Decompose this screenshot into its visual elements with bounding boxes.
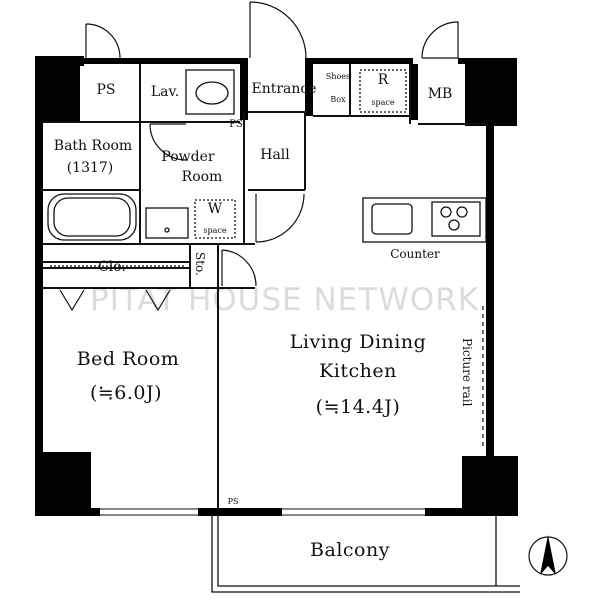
door-bed-sliding (59, 289, 171, 312)
powder-room-label-2: Room (181, 169, 223, 185)
bath-room-label: Bath Room (53, 138, 133, 154)
r-space-letter: R (377, 72, 389, 88)
wall-core-2 (305, 64, 313, 116)
wall-bottom-mid (198, 508, 282, 516)
wall-block-top-left (35, 56, 80, 122)
wall-core-1 (240, 64, 248, 120)
ldk-size: (≒14.4J) (315, 396, 401, 418)
doors (59, 1, 459, 312)
toilet-icon (195, 81, 229, 105)
sink-icon (145, 207, 189, 239)
bed-room-size: (≒6.0J) (89, 382, 163, 404)
wall-core-3 (410, 64, 418, 120)
wall-left (35, 120, 43, 454)
stove-icon (440, 206, 452, 218)
door-ps-top (85, 23, 121, 59)
lav-label: Lav. (150, 84, 180, 100)
ps-bottom-label: PS (227, 497, 239, 506)
ldk-label-2: Kitchen (319, 360, 397, 382)
wall-top-strip-1 (80, 58, 248, 64)
r-space-caption: space (371, 98, 395, 107)
watermark: PITAT HOUSE NETWORK (90, 282, 480, 318)
bed-room-label: Bed Room (76, 348, 180, 370)
wall-block-top-right (465, 58, 517, 126)
wall-top-strip-3 (458, 58, 468, 64)
wall-right (486, 124, 494, 458)
wall-block-bottom-left (35, 452, 91, 516)
door-powder (149, 123, 187, 161)
balcony-outline (211, 516, 520, 593)
ps-small-label: PS (229, 119, 243, 130)
w-space-letter: W (207, 201, 223, 217)
door-entrance (249, 1, 307, 59)
walls (35, 56, 518, 516)
north-arrow-icon (528, 535, 568, 576)
bathtub-icon (47, 193, 137, 241)
shoes-box-label-2: Box (330, 95, 346, 104)
balcony-label: Balcony (310, 539, 390, 561)
wall-bottom-right (425, 508, 465, 516)
w-space-box (194, 199, 236, 239)
partitions (43, 64, 486, 508)
windows (100, 508, 425, 516)
stove-box (431, 201, 481, 237)
counter-box (362, 197, 487, 243)
bath-size-label: (1317) (66, 160, 114, 176)
entrance-label: Entrance (251, 81, 317, 97)
shoes-box-label-1: Shoes (325, 72, 351, 81)
lavatory-box (185, 69, 235, 115)
picture-rail-label: Picture rail (460, 338, 474, 407)
door-sto (221, 249, 257, 287)
door-mb (421, 21, 459, 59)
door-hall (255, 193, 305, 243)
w-space-caption: space (203, 226, 227, 235)
wall-top-strip-2 (305, 58, 413, 64)
counter-label: Counter (390, 247, 440, 261)
powder-room-label-1: Powder (161, 149, 215, 165)
storage-label: Sto. (193, 252, 207, 276)
fixtures (47, 69, 487, 267)
hall-label: Hall (260, 147, 290, 163)
ldk-label-1: Living Dining (289, 331, 427, 353)
kitchen-sink-icon (371, 203, 413, 235)
wall-bottom-left (88, 508, 100, 516)
wall-block-bottom-right (462, 456, 518, 516)
mb-label: MB (427, 86, 453, 102)
ps-top-label: PS (96, 82, 116, 98)
closet-label: Clo. (98, 259, 126, 275)
